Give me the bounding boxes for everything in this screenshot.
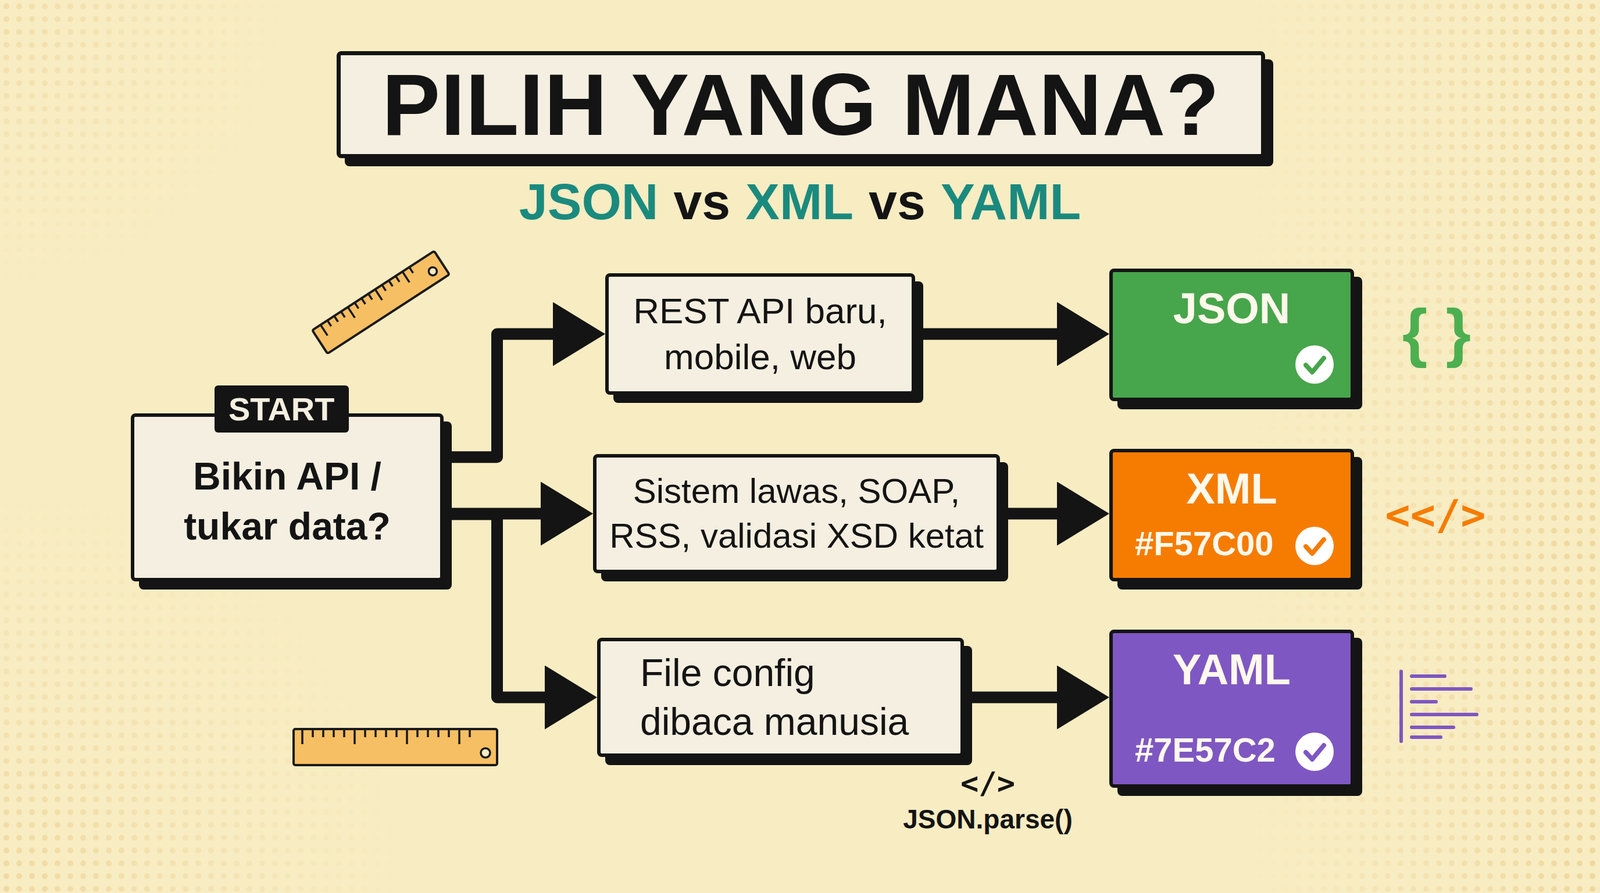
- flow-arrow: [1000, 508, 1059, 520]
- check-mark: [1305, 539, 1324, 554]
- condition-text: File config dibaca manusia: [640, 648, 925, 747]
- subtitle-word: vs: [868, 173, 926, 231]
- subtitle-row: JSONvsXMLvsYAML: [0, 173, 1600, 231]
- check-icon: [1295, 526, 1334, 566]
- ruler-ticks: [320, 267, 417, 337]
- format-name: JSON: [1112, 284, 1351, 332]
- ruler-ticks: [302, 729, 470, 745]
- condition-text: Sistem lawas, SOAP, RSS, validasi XSD ke…: [601, 469, 992, 558]
- flow-arrow: [443, 513, 546, 698]
- condition-box: File config dibaca manusia: [597, 637, 964, 757]
- icon-lines: [1411, 676, 1477, 738]
- subtitle-word: YAML: [940, 173, 1081, 231]
- check-mark: [1305, 358, 1324, 373]
- condition-box: Sistem lawas, SOAP, RSS, validasi XSD ke…: [593, 454, 1000, 574]
- start-tag: START: [214, 385, 349, 433]
- condition-text: REST API baru, mobile, web: [623, 288, 898, 380]
- color-code: #7E57C2: [1134, 730, 1276, 770]
- flow-arrow: [915, 328, 1059, 341]
- halftone-dots: [0, 0, 349, 349]
- ruler-hole: [427, 265, 439, 277]
- code-note: JSON.parse(): [902, 804, 1073, 835]
- json-icon: { }: [1402, 296, 1471, 369]
- ruler-hole: [480, 748, 491, 758]
- ruler-body: [312, 251, 450, 354]
- check-icon: [1295, 345, 1334, 384]
- title-box: PILIH YANG MANA?: [336, 51, 1266, 159]
- check-icon: [1295, 732, 1334, 771]
- title-text: PILIH YANG MANA?: [381, 61, 1220, 149]
- check-circle: [1295, 526, 1334, 566]
- ruler-body: [293, 729, 498, 766]
- format-name: XML: [1112, 465, 1351, 513]
- check-circle: [1295, 345, 1334, 384]
- ruler-icon: [312, 251, 450, 354]
- xml-icon: <</>: [1384, 491, 1486, 538]
- result-box: YAML #7E57C2: [1109, 629, 1355, 788]
- subtitle-word: JSON: [519, 173, 659, 231]
- yaml-indent-icon: [1401, 671, 1477, 742]
- icon-bar: [1399, 671, 1403, 742]
- code-icon: </>: [960, 766, 1016, 800]
- condition-box: REST API baru, mobile, web: [605, 273, 916, 395]
- question-text: Bikin API / tukar data?: [165, 451, 410, 552]
- result-box: JSON: [1109, 268, 1355, 402]
- color-code: #F57C00: [1134, 524, 1274, 564]
- subtitle-word: vs: [673, 173, 731, 231]
- check-circle: [1295, 732, 1334, 771]
- flow-arrow: [963, 691, 1059, 704]
- ruler-icon: [293, 729, 498, 766]
- subtitle-word: XML: [745, 173, 854, 231]
- result-box: XML #F57C00: [1109, 448, 1355, 582]
- check-mark: [1305, 745, 1324, 760]
- format-name: YAML: [1112, 645, 1351, 694]
- start-box: STARTBikin API / tukar data?: [130, 413, 444, 582]
- flow-arrow: [443, 334, 555, 458]
